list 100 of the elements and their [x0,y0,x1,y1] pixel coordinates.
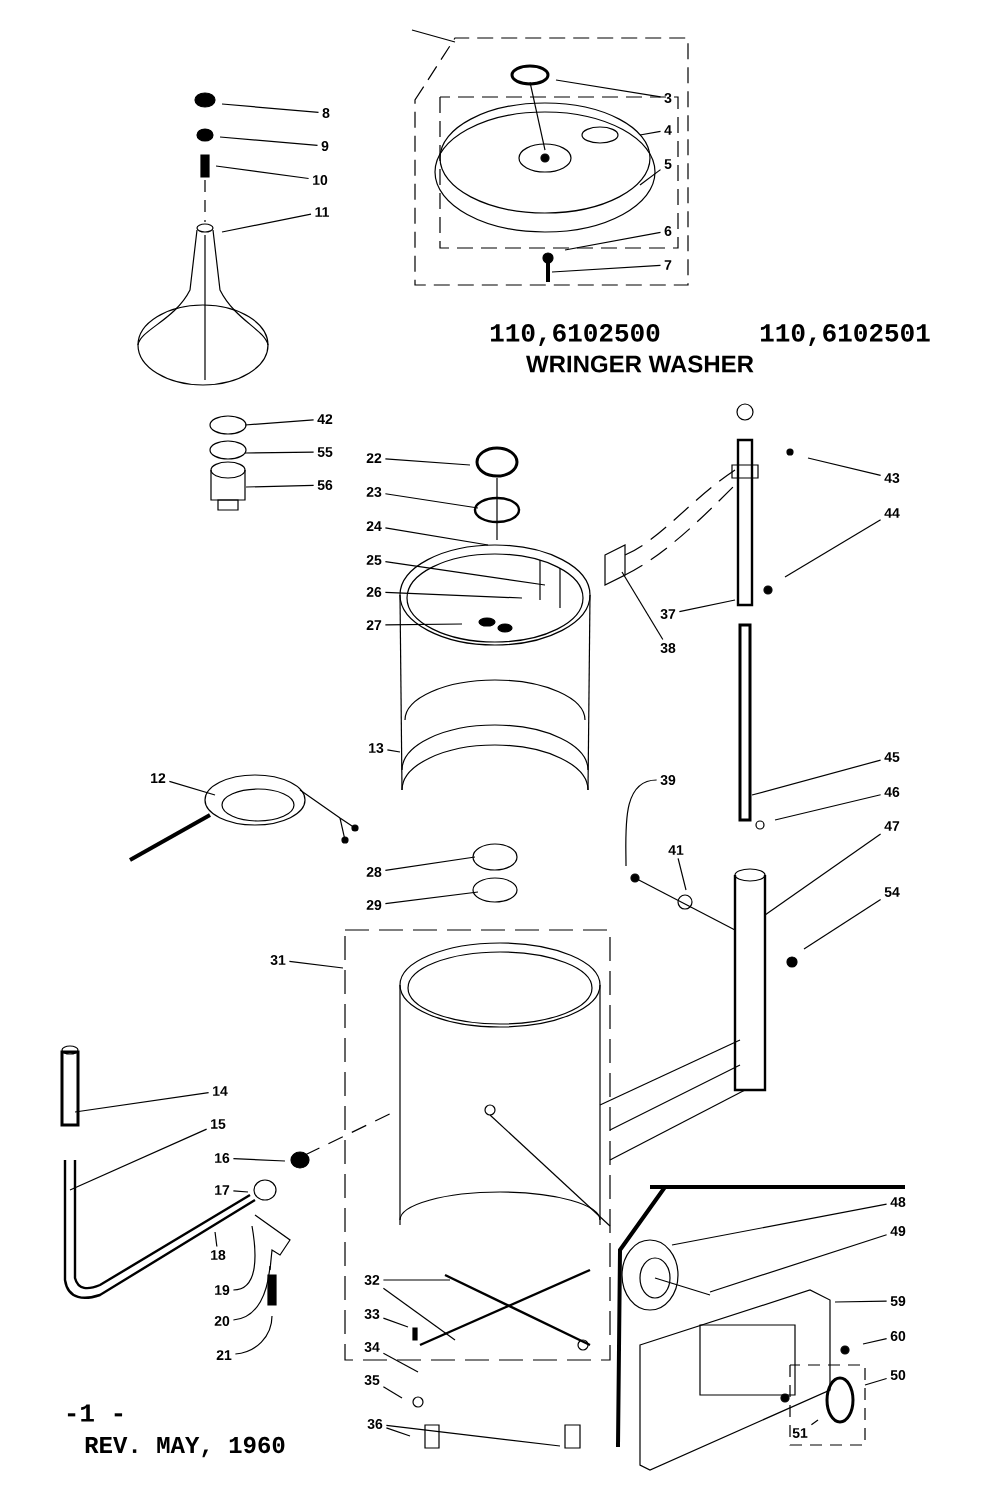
leader-line [382,1352,419,1373]
leader-line [709,1234,888,1293]
callout-number: 5 [664,159,672,169]
callout-number: 60 [890,1331,906,1341]
callout-number: 34 [364,1342,380,1352]
leader-line [384,891,479,905]
callout-number: 18 [211,1250,226,1260]
callout-number: 54 [884,887,900,897]
leader-line [784,519,882,578]
callout-number: 27 [366,620,382,630]
leader-line [864,1377,888,1386]
callout-number: 41 [668,845,684,855]
leader-line [671,1203,888,1246]
callout-number: 42 [317,414,333,424]
callout-number: 24 [366,521,382,531]
leader-line [69,1128,208,1191]
leader-line [384,527,489,546]
callout-number: 26 [366,587,382,597]
leader-line [382,1287,456,1341]
callout-number: 12 [151,773,166,783]
callout-number: 9 [321,141,329,151]
leader-line [219,136,319,146]
leader-line [234,1315,273,1355]
model-number: 110,6102500 [490,324,660,346]
callout-number: 13 [369,743,384,753]
leader-line [232,1190,249,1193]
callout-number: 56 [317,480,333,490]
leader-line [245,484,315,488]
leader-line [564,231,662,251]
revision-date: REV. MAY, 1960 [85,1436,285,1458]
leader-line [74,1092,210,1113]
callout-number: 59 [890,1296,906,1306]
leader-line [385,1424,561,1447]
callout-number: 51 [792,1428,808,1438]
callout-number: 45 [884,752,900,762]
callout-number: 43 [884,473,900,483]
callout-number: 33 [364,1309,380,1319]
leader-line [382,1386,403,1399]
callout-number: 46 [884,787,900,797]
callout-number: 49 [890,1226,906,1236]
callout-number: 48 [890,1197,906,1207]
leader-line [678,599,736,613]
leader-line [862,1338,888,1345]
leader-line [232,1225,256,1291]
callout-number: 17 [215,1185,230,1195]
leader-line [774,794,882,821]
callout-number: 39 [660,775,676,785]
callout-number: 44 [884,508,900,518]
leader-line [810,1419,819,1426]
leader-line [621,571,664,641]
leader-line [221,103,320,113]
leader-line [384,493,479,509]
leader-line [639,130,662,136]
callout-number: 3 [664,93,672,103]
callout-number: 23 [366,487,382,497]
leader-line [214,1231,218,1248]
leader-line [555,79,662,98]
callout-number: 38 [660,643,676,653]
leader-line [232,1157,286,1162]
callout-number: 16 [215,1153,230,1163]
leader-line [751,759,882,796]
leader-line [384,591,523,599]
callout-number: 19 [215,1285,230,1295]
callout-number: 6 [664,226,672,236]
callout-number: 21 [216,1350,232,1360]
page-number: -1 - [67,1404,123,1422]
leader-line [384,458,471,466]
leader-line [221,213,312,233]
callout-number: 20 [214,1316,230,1326]
callout-number: 31 [270,955,286,965]
leader-line [232,1265,271,1321]
callout-number: 37 [660,609,676,619]
callout-number: 14 [213,1086,228,1096]
leader-line [168,780,216,796]
leader-line [244,419,315,426]
leader-line [382,1279,451,1281]
leader-line [803,898,882,950]
leader-line [385,1427,411,1437]
leader-line [215,165,310,180]
callout-number: 11 [315,207,329,217]
leader-line [384,561,546,586]
callout-number: 8 [322,108,330,118]
callout-number: 47 [884,821,900,831]
leader-line [244,451,315,454]
callout-number: 50 [890,1370,906,1380]
callout-number: 7 [664,260,672,270]
leader-line [386,749,401,753]
title: WRINGER WASHER [526,355,754,373]
leader-line [834,1300,888,1303]
leader-line [384,623,463,626]
leader-line [384,856,476,871]
callout-number: 35 [364,1375,380,1385]
callout-number: 32 [364,1275,380,1285]
leader-line [764,833,882,916]
callout-number: 4 [664,125,672,135]
leader-line [807,457,882,476]
callout-number: 25 [366,555,382,565]
leader-line [639,169,662,186]
callout-number: 10 [313,175,328,185]
callout-number: 15 [211,1119,226,1129]
